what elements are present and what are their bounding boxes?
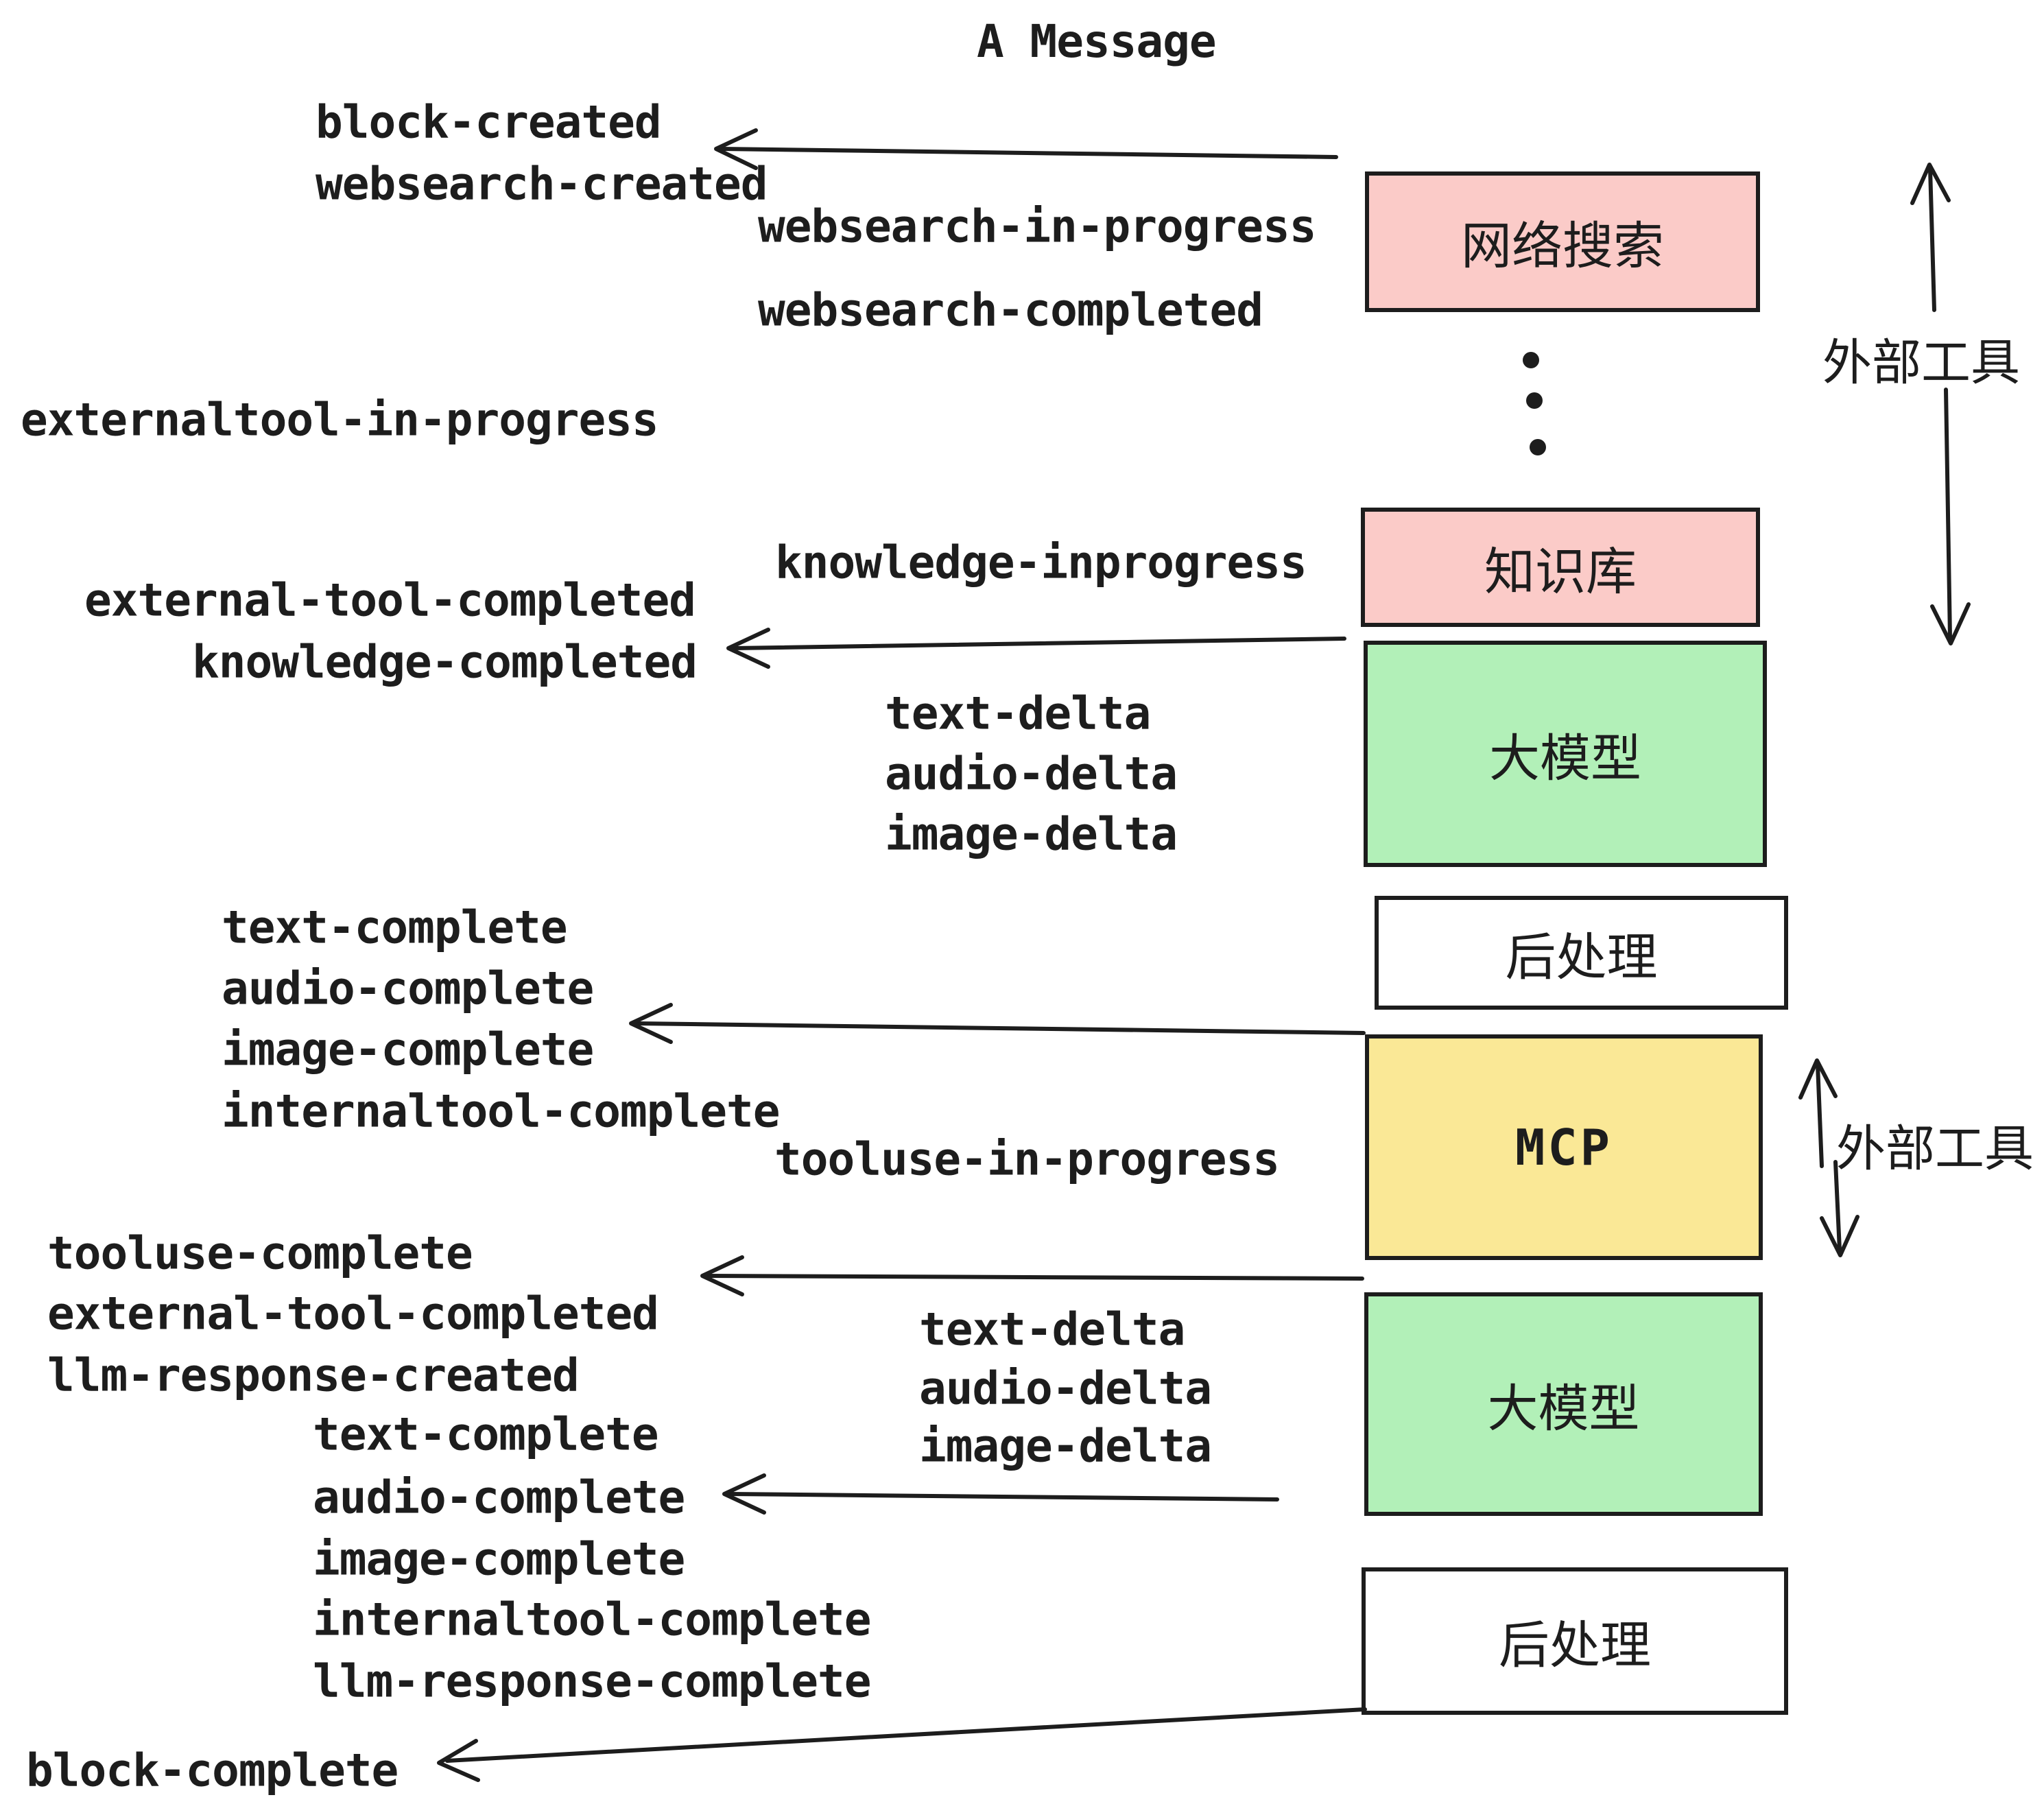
event-label-text-delta-1: text-delta bbox=[885, 687, 1151, 740]
box-post-processing-2-label: 后处理 bbox=[1499, 1616, 1651, 1675]
event-label-knowledge-completed: knowledge-completed bbox=[192, 635, 698, 689]
arrow-to-knowledge-completed-icon bbox=[726, 628, 1346, 669]
event-label-tooluse-complete: tooluse-complete bbox=[47, 1226, 473, 1280]
box-llm-1: 大模型 bbox=[1364, 641, 1767, 867]
event-label-image-complete-2: image-complete bbox=[313, 1532, 685, 1586]
box-post-processing-2: 后处理 bbox=[1362, 1567, 1788, 1715]
external-tools-bottom-up-arrow-icon bbox=[1798, 1058, 1838, 1168]
box-knowledge: 知识库 bbox=[1361, 508, 1760, 627]
box-post-processing-1-label: 后处理 bbox=[1505, 927, 1658, 987]
event-label-external-tool-completed-1: external-tool-completed bbox=[84, 573, 696, 627]
event-label-external-tool-completed-2: external-tool-completed bbox=[47, 1287, 659, 1340]
external-tools-top-down-arrow-icon bbox=[1930, 388, 1971, 645]
arrow-to-audio-complete-icon bbox=[722, 1473, 1279, 1515]
event-label-llm-response-created: llm-response-created bbox=[47, 1349, 580, 1402]
event-label-block-created: block-created bbox=[316, 95, 662, 149]
arrow-to-image-complete-icon bbox=[629, 1003, 1366, 1044]
external-tools-note-bottom: 外部工具 bbox=[1836, 1119, 2034, 1178]
arrow-to-websearch-created-icon bbox=[714, 128, 1338, 170]
event-label-text-complete-2: text-complete bbox=[313, 1408, 659, 1461]
external-tools-bottom-down-arrow-icon bbox=[1820, 1160, 1859, 1257]
box-websearch: 网络搜索 bbox=[1365, 171, 1760, 312]
event-label-internaltool-complete-1: internaltool-complete bbox=[222, 1084, 780, 1138]
event-label-tooluse-in-progress: tooluse-in-progress bbox=[774, 1132, 1280, 1186]
event-label-text-complete-1: text-complete bbox=[222, 901, 568, 954]
event-label-audio-delta-1: audio-delta bbox=[885, 747, 1178, 800]
event-label-websearch-created: websearch-created bbox=[316, 157, 768, 211]
box-llm-2-label: 大模型 bbox=[1487, 1379, 1640, 1438]
event-label-audio-complete-1: audio-complete bbox=[222, 962, 594, 1015]
event-label-websearch-in-progress: websearch-in-progress bbox=[758, 200, 1316, 253]
box-post-processing-1: 后处理 bbox=[1375, 896, 1788, 1010]
vertical-ellipsis-icon bbox=[1523, 352, 1546, 455]
event-label-image-complete-1: image-complete bbox=[222, 1023, 594, 1076]
box-llm-2: 大模型 bbox=[1364, 1292, 1763, 1516]
event-label-knowledge-inprogress: knowledge-inprogress bbox=[775, 536, 1307, 589]
event-label-llm-response-complete: llm-response-complete bbox=[313, 1654, 871, 1708]
event-label-block-complete: block-complete bbox=[26, 1744, 399, 1797]
external-tools-note-top: 外部工具 bbox=[1822, 333, 2021, 392]
event-label-externaltool-in-progress: externaltool-in-progress bbox=[21, 393, 659, 447]
event-label-internaltool-complete-2: internaltool-complete bbox=[313, 1593, 871, 1646]
box-websearch-label: 网络搜索 bbox=[1461, 217, 1664, 276]
event-label-image-delta-1: image-delta bbox=[885, 807, 1178, 861]
external-tools-top-up-arrow-icon bbox=[1910, 163, 1951, 312]
event-label-websearch-completed: websearch-completed bbox=[758, 283, 1263, 337]
event-label-image-delta-2: image-delta bbox=[919, 1419, 1212, 1473]
diagram-title: A Message bbox=[977, 15, 1217, 68]
box-mcp: MCP bbox=[1365, 1034, 1763, 1260]
event-label-text-delta-2: text-delta bbox=[919, 1303, 1185, 1356]
event-label-audio-delta-2: audio-delta bbox=[919, 1362, 1212, 1415]
event-label-audio-complete-2: audio-complete bbox=[313, 1471, 685, 1524]
arrow-to-tooluse-complete-icon bbox=[700, 1255, 1364, 1296]
box-mcp-label: MCP bbox=[1514, 1118, 1613, 1176]
arrow-to-block-complete-icon bbox=[437, 1707, 1367, 1782]
box-knowledge-label: 知识库 bbox=[1484, 542, 1637, 602]
box-llm-1-label: 大模型 bbox=[1489, 728, 1641, 788]
